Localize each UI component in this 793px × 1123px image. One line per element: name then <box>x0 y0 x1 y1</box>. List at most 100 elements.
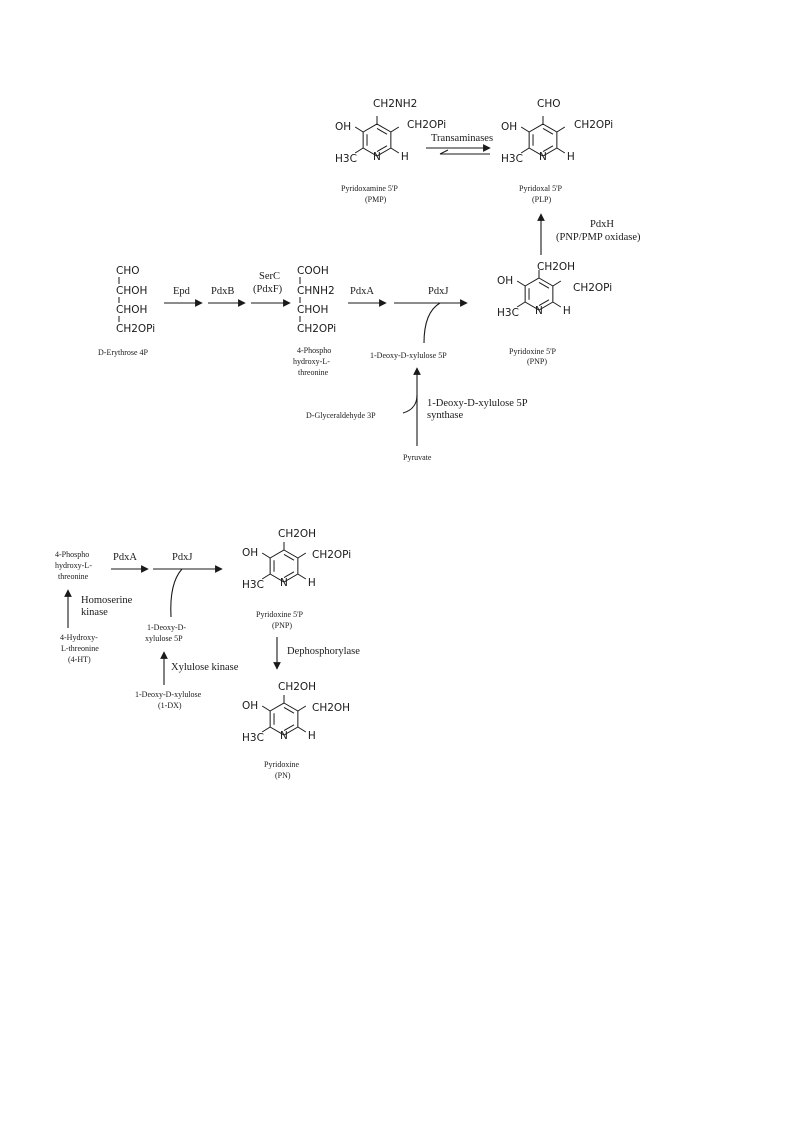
plp-right-substituent: CH2OPi <box>574 119 613 131</box>
substituent-bond <box>516 301 526 308</box>
dxp-label: 1-Deoxy-D-xylulose 5P <box>370 351 447 360</box>
plp-structure: OH H3C N H CHO CH2OPi Pyridoxal 5'P (PLP) <box>501 98 613 204</box>
threonine-line-1: COOH <box>297 265 329 277</box>
substituent-bond <box>297 552 307 559</box>
label-pdxf: (PdxF) <box>253 284 283 295</box>
pyruvate-label: Pyruvate <box>403 453 432 462</box>
ring-double-bond <box>542 145 554 152</box>
hydroxythreonine-line-2: L-threonine <box>61 644 99 653</box>
threonine-b-line-1: 4-Phospho <box>55 550 89 559</box>
threonine-line-2: CHNH2 <box>297 285 335 297</box>
ring-double-bond <box>376 145 388 152</box>
threonine-b-line-3: threonine <box>58 572 89 581</box>
ring-label-n: N <box>539 151 547 163</box>
ring-label-n: N <box>373 151 381 163</box>
pn-right-substituent: CH2OH <box>312 702 350 714</box>
label-dxs-2: synthase <box>427 410 464 421</box>
label-pdxa: PdxA <box>350 286 374 297</box>
pnp-name: Pyridoxine 5'P <box>509 347 557 356</box>
hydroxythreonine-line-1: 4-Hydroxy- <box>60 633 98 642</box>
ring-double-bond <box>283 724 295 731</box>
erythrose-4p-structure: CHO CHOH CHOH CH2OPi D-Erythrose 4P <box>98 265 155 357</box>
ring-label-n: N <box>280 577 288 589</box>
threonine-name-2: hydroxy-L- <box>293 357 330 366</box>
label-kinase: kinase <box>81 607 108 618</box>
substituent-bond <box>261 552 271 559</box>
dxp-b-line-1: 1-Deoxy-D- <box>147 623 186 632</box>
pmp-name: Pyridoxamine 5'P <box>341 184 398 193</box>
ga3p-label: D-Glyceraldehyde 3P <box>306 411 376 420</box>
pnp-b-right-substituent: CH2OPi <box>312 549 351 561</box>
threonine-line-4: CH2OPi <box>297 323 336 335</box>
ring-label-n: N <box>535 305 543 317</box>
substituent-bond <box>354 147 364 154</box>
label-pdxb: PdxB <box>211 286 234 297</box>
pnp-b-abbr: (PNP) <box>272 621 292 630</box>
erythrose-line-3: CHOH <box>116 304 147 316</box>
threonine-line-3: CHOH <box>297 304 328 316</box>
label-epd: Epd <box>173 286 191 297</box>
ring-label-h: H <box>563 305 571 317</box>
label-dephosphorylase: Dephosphorylase <box>287 646 360 657</box>
ring-label-n: N <box>280 730 288 742</box>
ring-label-oh: OH <box>501 121 517 133</box>
label-transaminases: Transaminases <box>431 133 493 144</box>
ring-label-methyl: H3C <box>497 307 519 319</box>
hydroxythreonine-line-3: (4-HT) <box>68 655 91 664</box>
curve-dxp-b <box>170 568 183 618</box>
plp-top-substituent: CHO <box>537 98 561 110</box>
substituent-bond <box>390 126 400 133</box>
ring-double-bond <box>542 128 554 135</box>
pn-top-substituent: CH2OH <box>278 681 316 693</box>
erythrose-name: D-Erythrose 4P <box>98 348 149 357</box>
erythrose-line-1: CHO <box>116 265 140 277</box>
substituent-bond <box>552 301 562 308</box>
ring-label-h: H <box>567 151 575 163</box>
pn-abbr: (PN) <box>275 771 291 780</box>
ring-label-methyl: H3C <box>335 153 357 165</box>
ring-label-h: H <box>308 577 316 589</box>
substituent-bond <box>516 280 526 287</box>
pmp-abbr: (PMP) <box>365 195 387 204</box>
substituent-bond <box>390 147 400 154</box>
plp-abbr: (PLP) <box>532 195 551 204</box>
substituent-bond <box>297 726 307 733</box>
curve-ga3p <box>402 394 418 414</box>
ring-double-bond <box>538 299 550 306</box>
substituent-bond <box>354 126 364 133</box>
label-homoserine: Homoserine <box>81 595 133 606</box>
label-xylulose-kinase: Xylulose kinase <box>171 662 239 673</box>
erythrose-line-4: CH2OPi <box>116 323 155 335</box>
threonine-b-line-2: hydroxy-L- <box>55 561 92 570</box>
pmp-right-substituent: CH2OPi <box>407 119 446 131</box>
label-pdxh-2: (PNP/PMP oxidase) <box>556 232 641 243</box>
ring-label-oh: OH <box>242 700 258 712</box>
pnp-b-top-substituent: CH2OH <box>278 528 316 540</box>
pnp-abbr: (PNP) <box>527 357 547 366</box>
ring-double-bond <box>283 571 295 578</box>
label-pdxj: PdxJ <box>428 286 448 297</box>
pyridine-ring: OH H3C N H <box>501 116 575 165</box>
label-pdxa-b: PdxA <box>113 552 137 563</box>
substituent-bond <box>520 147 530 154</box>
substituent-bond <box>261 573 271 580</box>
phosphohydroxythreonine-structure: COOH CHNH2 CHOH CH2OPi 4-Phospho hydroxy… <box>293 265 336 377</box>
ring-label-oh: OH <box>242 547 258 559</box>
dx-line-1: 1-Deoxy-D-xylulose <box>135 690 202 699</box>
substituent-bond <box>552 280 562 287</box>
plp-name: Pyridoxal 5'P <box>519 184 563 193</box>
arrow-transaminase-back-head <box>439 149 449 155</box>
ring-label-methyl: H3C <box>242 732 264 744</box>
ring-double-bond <box>283 554 295 561</box>
substituent-bond <box>261 726 271 733</box>
ring-label-methyl: H3C <box>501 153 523 165</box>
